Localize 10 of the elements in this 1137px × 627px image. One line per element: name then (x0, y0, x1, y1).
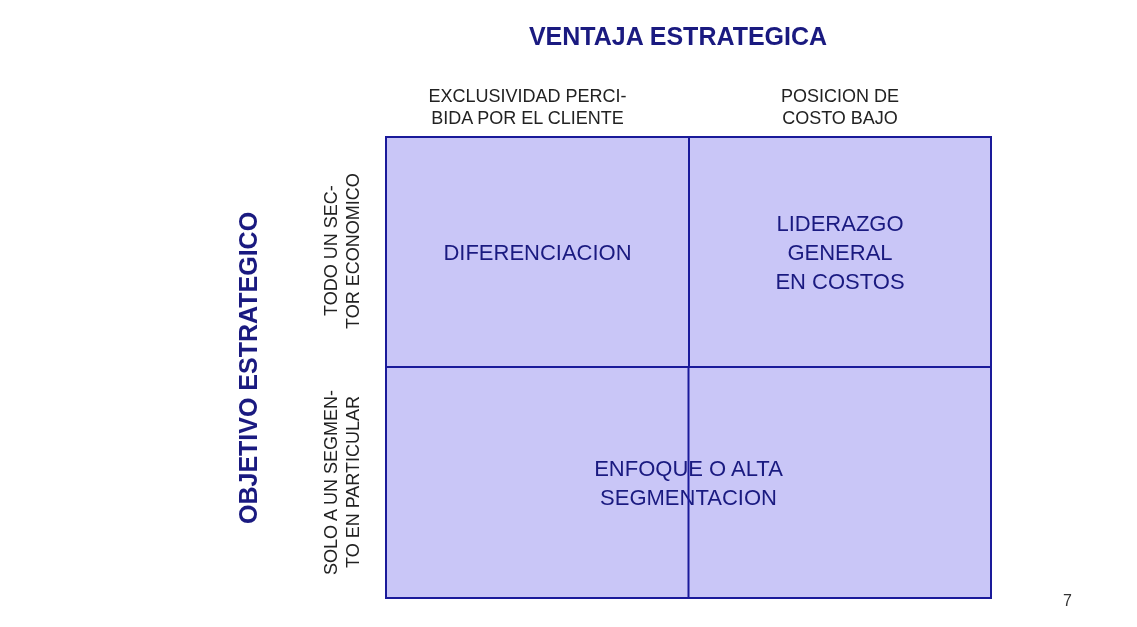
row-header: TODO UN SEC- TOR ECONOMICO (320, 172, 364, 331)
column-header: EXCLUSIVIDAD PERCI- BIDA POR EL CLIENTE (427, 85, 628, 129)
matrix-cell (385, 366, 992, 599)
page-number: 7 (1063, 591, 1072, 611)
title: VENTAJA ESTRATEGICA (527, 22, 829, 51)
axis-title: OBJETIVO ESTRATEGICO (233, 210, 263, 526)
column-header: POSICION DE COSTO BAJO (780, 85, 900, 129)
row-header: SOLO A UN SEGMEN- TO EN PARTICULAR (320, 388, 364, 577)
matrix-cell (385, 136, 690, 368)
matrix-cell (688, 136, 992, 368)
